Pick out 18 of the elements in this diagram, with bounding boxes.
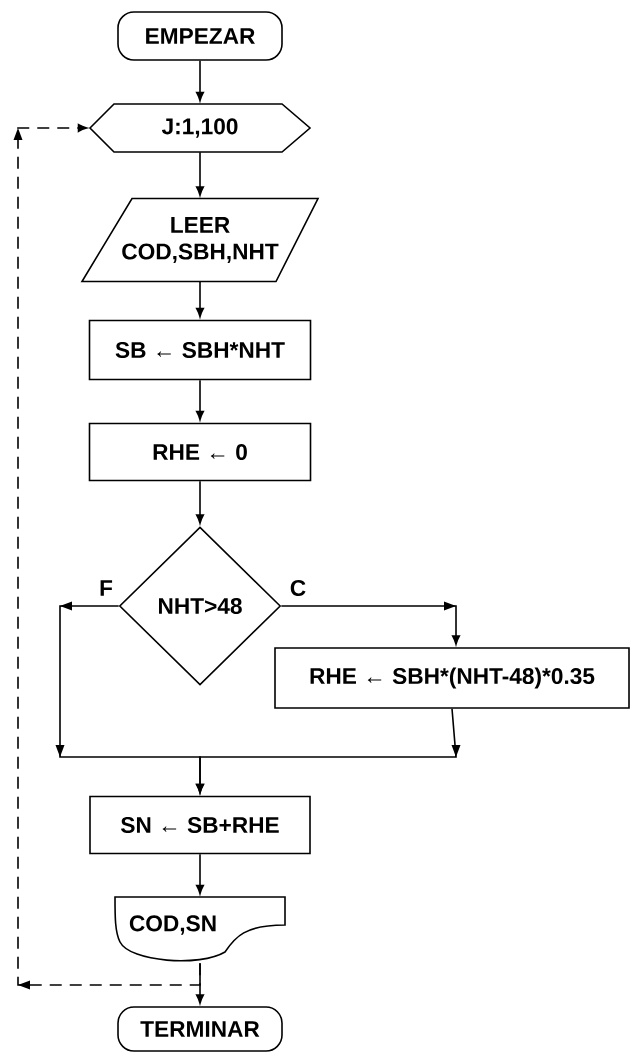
flow-arrow xyxy=(195,853,205,895)
output-document: COD,SN xyxy=(114,896,286,962)
flow-arrow xyxy=(195,480,205,524)
process-box: RHE ← SBH*(NHT-48)*0.35 xyxy=(274,647,630,709)
flow-arrow xyxy=(13,123,201,990)
edge-label: C xyxy=(288,578,308,598)
terminal-box: EMPEZAR xyxy=(117,11,283,61)
terminal-box: TERMINAR xyxy=(117,1006,283,1052)
flow-arrow xyxy=(195,379,205,421)
process-box: RHE ← 0 xyxy=(88,422,312,482)
process-box: SB ← SBH*NHT xyxy=(88,319,312,381)
flow-arrow xyxy=(195,60,205,102)
edge-label: F xyxy=(97,578,115,598)
process-box: SN ← SB+RHE xyxy=(89,795,311,855)
flow-arrow xyxy=(195,280,205,318)
flow-arrow xyxy=(195,151,205,196)
flow-arrow xyxy=(280,601,461,645)
flow-arrow xyxy=(195,708,461,794)
